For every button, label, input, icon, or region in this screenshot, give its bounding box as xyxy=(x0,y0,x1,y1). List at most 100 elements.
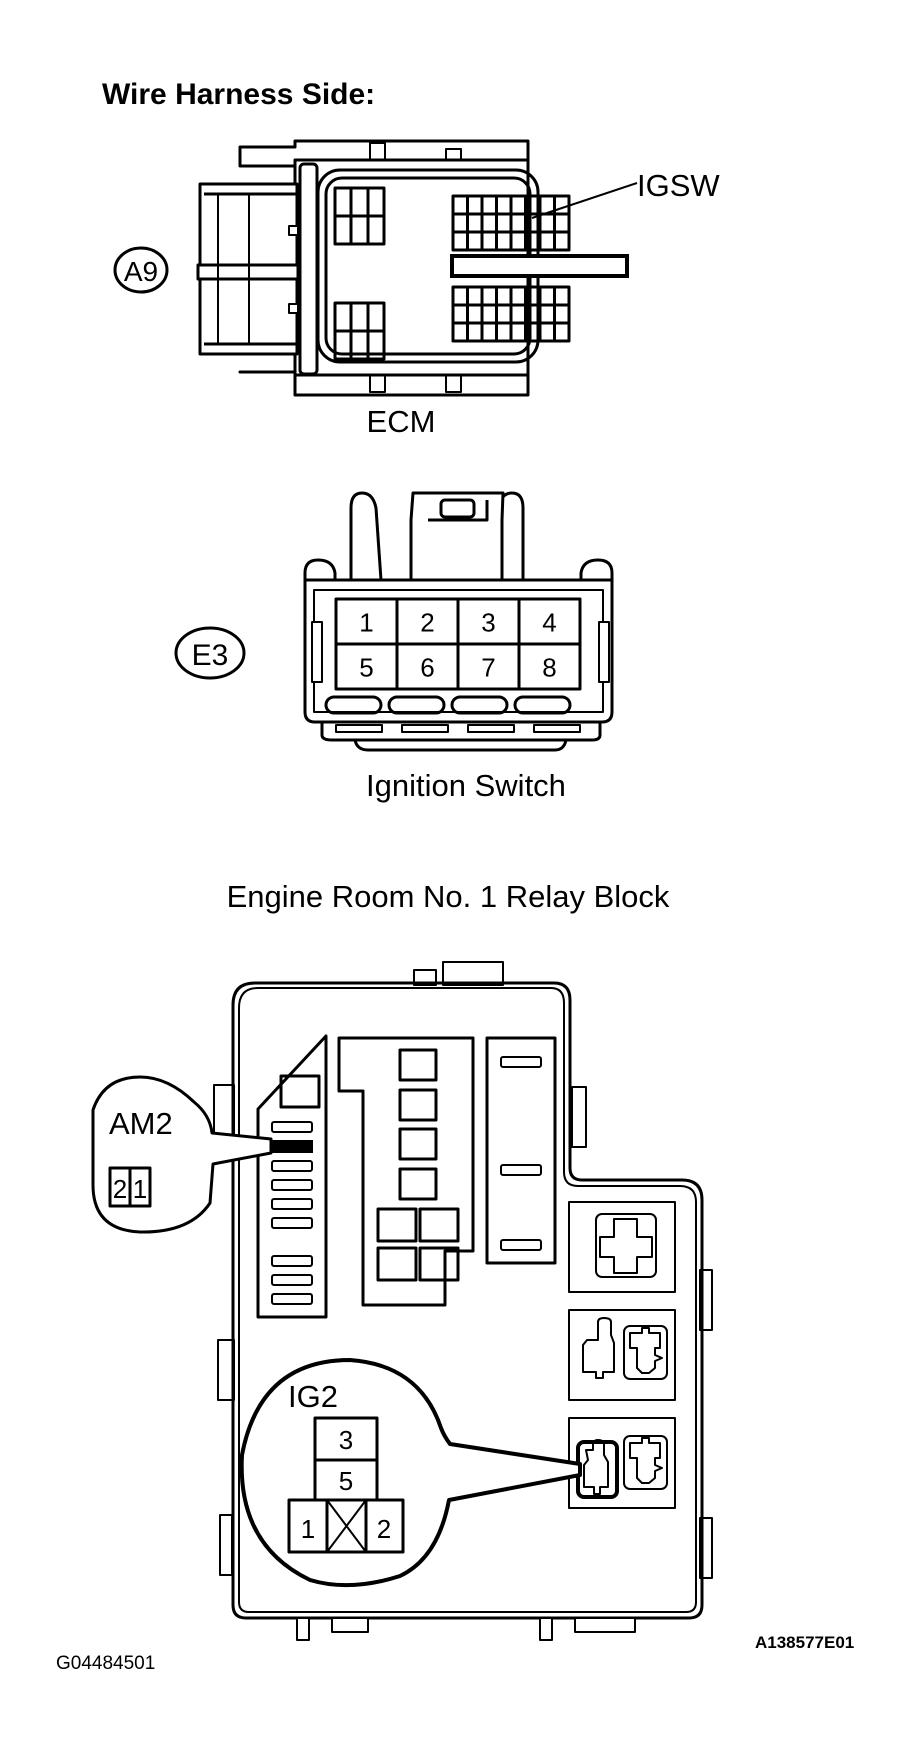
relay-bay-2 xyxy=(568,1309,676,1401)
fuse-slot xyxy=(271,1121,313,1133)
pin-number: 5 xyxy=(359,653,373,683)
top-tab-large xyxy=(442,961,504,986)
relay-small xyxy=(398,1167,438,1201)
connector-id-badge-e3: E3 xyxy=(174,626,246,680)
badge-ellipse xyxy=(174,626,246,680)
pin-number: 7 xyxy=(481,653,495,683)
am2-pin-left: 2 xyxy=(113,1174,127,1204)
relay-quad xyxy=(418,1246,460,1282)
pin-number: 3 xyxy=(481,608,495,638)
relay-column xyxy=(337,1036,475,1307)
fuse-slot xyxy=(271,1198,313,1210)
relay-small-boxes xyxy=(376,1048,460,1282)
latch-dot-lower xyxy=(288,303,299,314)
pin-number: 1 xyxy=(359,608,373,638)
fuse-slot xyxy=(271,1160,313,1172)
ig2-unused-cross xyxy=(326,1499,367,1553)
seal-slot xyxy=(401,724,449,733)
relay-socket-cross xyxy=(595,1213,657,1278)
strip-slot xyxy=(500,1164,542,1176)
figure-code-left: G04484501 xyxy=(56,1653,155,1674)
fuse-slot xyxy=(271,1255,313,1267)
seal-oval xyxy=(387,695,446,715)
bottom-lip xyxy=(320,722,602,742)
side-rib-right xyxy=(598,621,610,683)
fuse-slot xyxy=(271,1274,313,1286)
bottom-tab xyxy=(296,1617,310,1641)
bottom-tab xyxy=(331,1617,369,1633)
socket-bell-icon xyxy=(582,1317,615,1379)
ig2-pin-1: 1 xyxy=(301,1514,315,1544)
ignition-switch-label: Ignition Switch xyxy=(366,768,566,803)
page-heading: Wire Harness Side: xyxy=(102,78,375,111)
fuse-strip xyxy=(256,1034,328,1319)
pin-number: 6 xyxy=(420,653,434,683)
top-tab-small xyxy=(413,969,437,986)
seal-slot xyxy=(335,724,383,733)
fuse-am2-highlighted xyxy=(271,1140,313,1153)
connector-id-badge-a9: A9 xyxy=(113,246,169,294)
relay-small xyxy=(398,1127,438,1161)
ig2-pin-5: 5 xyxy=(339,1466,353,1496)
socket-bell-icon xyxy=(583,1439,609,1495)
am2-label: AM2 xyxy=(109,1106,173,1141)
seal-oval xyxy=(324,695,383,715)
badge-text: A9 xyxy=(124,256,158,287)
pin-number: 8 xyxy=(542,653,556,683)
fuse-slot xyxy=(271,1217,313,1229)
am2-pin-right: 1 xyxy=(133,1174,147,1204)
cross-socket-icon xyxy=(599,1218,653,1274)
seal-slot xyxy=(533,724,581,733)
socket-frame xyxy=(623,1435,668,1490)
pin-number: 2 xyxy=(420,608,434,638)
center-lock-housing xyxy=(409,491,505,580)
ecm-label: ECM xyxy=(367,404,436,439)
socket-frame xyxy=(623,1325,668,1380)
strip-slot xyxy=(500,1239,542,1251)
ig2-lower-row xyxy=(287,1498,405,1554)
bottom-tab xyxy=(539,1617,553,1641)
relay-bay-1 xyxy=(568,1201,676,1293)
ig2-callout: IG2 3 5 1 2 xyxy=(239,1358,582,1588)
badge-text: E3 xyxy=(192,639,229,672)
cavity-separator xyxy=(450,254,629,278)
post-left xyxy=(349,491,383,581)
relay-small xyxy=(398,1048,438,1082)
side-tab-left-bottom xyxy=(219,1514,233,1576)
ig2-pin-2: 2 xyxy=(377,1514,391,1544)
corner-tab-left xyxy=(303,558,337,580)
side-rib-left xyxy=(311,621,323,683)
bottom-tab xyxy=(574,1617,636,1633)
ecm-connector: A9 IGSW ECM xyxy=(113,139,720,439)
pin-grid: 1 2 3 4 5 6 7 8 xyxy=(334,597,582,691)
relay-small xyxy=(398,1088,438,1122)
pin-number: 4 xyxy=(542,608,556,638)
corner-tab-right xyxy=(579,558,614,580)
igsw-leader-line xyxy=(531,182,638,219)
figure-code-right: A138577E01 xyxy=(755,1633,854,1652)
latch-dot-upper xyxy=(288,225,299,236)
ignition-switch-connector: E3 1 2 3 4 5 6 7 8 Ignition Switch xyxy=(174,491,614,803)
bottom-lip-lower xyxy=(353,739,568,752)
socket-t-icon xyxy=(629,1327,663,1374)
relay-block: AM2 2 1 IG2 3 5 1 2 xyxy=(91,961,713,1641)
strip-slot xyxy=(500,1056,542,1068)
ig2-pin-3: 3 xyxy=(339,1425,353,1455)
relay-block-title: Engine Room No. 1 Relay Block xyxy=(227,879,670,914)
long-relay-strip xyxy=(485,1036,557,1265)
ecm-cavity-grid xyxy=(333,186,571,361)
seal-row xyxy=(324,695,581,733)
center-lock-button xyxy=(439,498,476,519)
fuse-slot xyxy=(271,1293,313,1305)
fuse-slots xyxy=(271,1121,313,1305)
seal-oval xyxy=(513,695,572,715)
relay-quad xyxy=(376,1207,418,1243)
ig2-label: IG2 xyxy=(288,1379,338,1414)
side-tab-right-upper xyxy=(571,1086,587,1148)
seal-oval xyxy=(450,695,509,715)
relay-block-outer-outline xyxy=(231,981,704,1620)
am2-callout-bubble xyxy=(91,1075,273,1234)
connector-rail xyxy=(298,162,319,376)
am2-callout: AM2 2 1 xyxy=(91,1075,273,1234)
